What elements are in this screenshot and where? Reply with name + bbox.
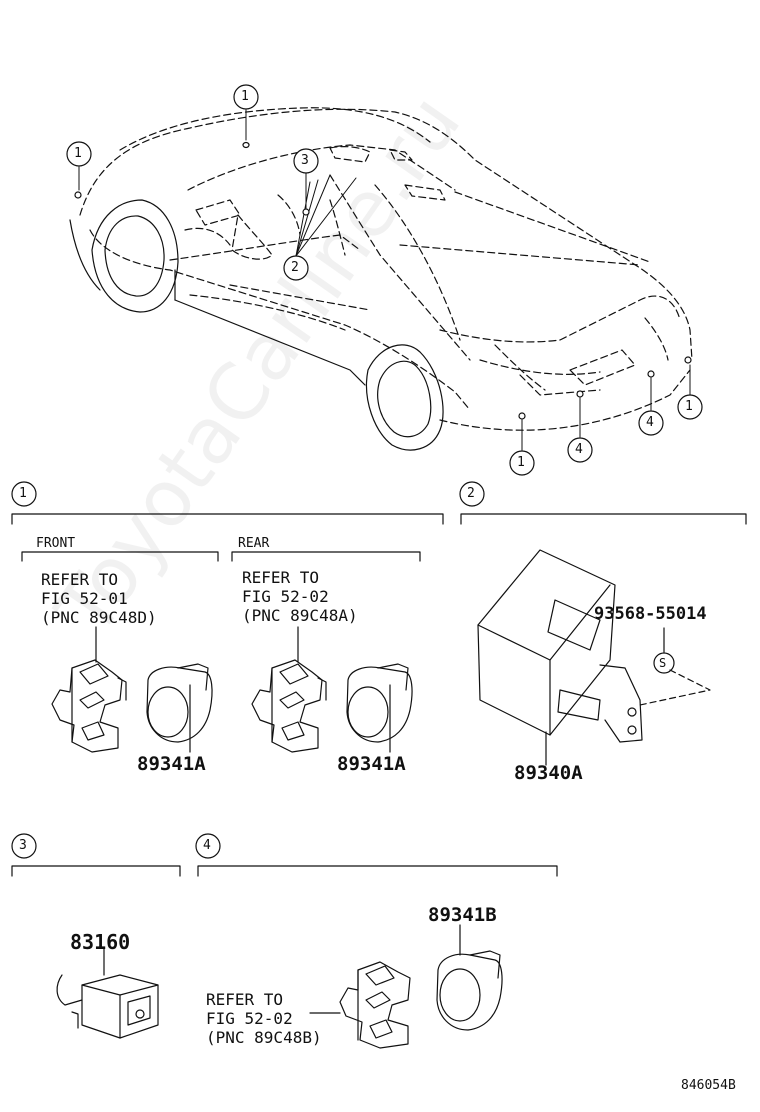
bolt-symbol: S xyxy=(659,656,667,670)
callout-1-rear-left: 1 xyxy=(517,455,525,470)
callout-4-right: 4 xyxy=(646,415,654,430)
front-sensor-drawing xyxy=(146,663,213,753)
rear-sensor-drawing xyxy=(346,663,413,753)
front-ref-line1: REFER TO xyxy=(41,570,119,589)
car-callout-leaders xyxy=(78,109,691,451)
car-sensor-markers xyxy=(74,141,692,420)
front-bracket-drawing xyxy=(51,626,127,753)
front-ref-line2: FIG 52-01 xyxy=(41,589,128,608)
section4-frame xyxy=(195,833,558,877)
callout-1-front: 1 xyxy=(74,146,82,161)
rear-bracket-drawing xyxy=(251,626,327,753)
section4-badge: 4 xyxy=(203,838,211,853)
switch-part-number: 83160 xyxy=(70,930,131,954)
bolt-part-number: 93568-55014 xyxy=(594,604,707,624)
callout-1-roof: 1 xyxy=(241,89,249,104)
section4-ref-line2: FIG 52-02 xyxy=(206,1009,293,1028)
callout-2: 2 xyxy=(291,260,299,275)
ecu-drawing xyxy=(477,549,711,766)
car-callout-circles xyxy=(66,84,703,476)
section2-badge: 2 xyxy=(467,486,475,501)
rear-ref-line1: REFER TO xyxy=(242,568,320,587)
callout-4-left: 4 xyxy=(575,442,583,457)
section1-badge: 1 xyxy=(19,486,27,501)
ecu-part-number: 89340A xyxy=(514,762,583,784)
front-part-number: 89341A xyxy=(137,753,206,775)
section4-ref-line1: REFER TO xyxy=(206,990,284,1009)
section1-frame xyxy=(11,481,444,562)
section4-bracket-drawing xyxy=(309,961,411,1049)
section2-frame xyxy=(459,481,747,525)
switch-drawing xyxy=(56,947,159,1039)
rear-ref-line2: FIG 52-02 xyxy=(242,587,329,606)
rear-ref-line3: (PNC 89C48A) xyxy=(242,606,358,625)
section4-part-number: 89341B xyxy=(428,904,497,926)
section4-sensor-drawing xyxy=(436,924,503,1031)
callout-3: 3 xyxy=(301,153,309,168)
car-wheels xyxy=(69,199,444,451)
front-header: FRONT xyxy=(36,536,76,551)
rear-part-number: 89341A xyxy=(337,753,406,775)
rear-header: REAR xyxy=(238,536,270,551)
section4-ref-line3: (PNC 89C48B) xyxy=(206,1028,322,1047)
car-outline xyxy=(79,107,693,431)
callout-1-rear-right: 1 xyxy=(685,399,693,414)
section3-badge: 3 xyxy=(19,838,27,853)
front-ref-line3: (PNC 89C48D) xyxy=(41,608,157,627)
section3-frame xyxy=(11,833,181,877)
figure-code: 846054B xyxy=(681,1078,736,1093)
